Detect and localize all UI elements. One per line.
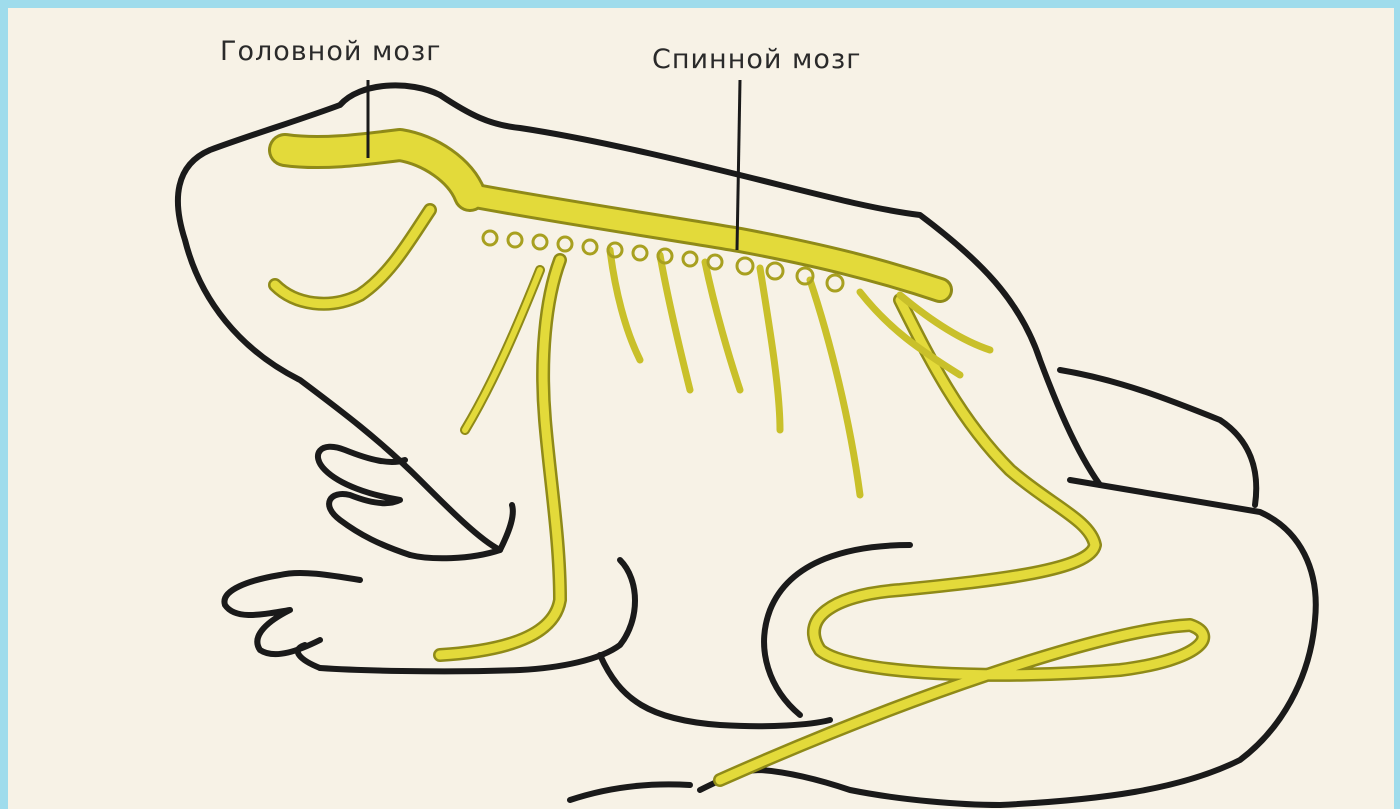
frog-hand-upper-fingers — [318, 447, 410, 555]
frog-thigh-inner-outline — [1000, 480, 1316, 805]
ganglion — [827, 275, 843, 291]
ganglion — [558, 237, 572, 251]
frog-hand-lower-fingers — [224, 573, 360, 654]
frog-toe-bottom-outline — [570, 784, 690, 800]
nervous-system — [275, 145, 1203, 780]
ganglion — [767, 263, 783, 279]
ganglion — [508, 233, 522, 247]
frog-arm-outline — [410, 505, 513, 558]
ganglion — [633, 246, 647, 260]
ganglion — [683, 252, 697, 266]
diagram-canvas: Головной мозг Спинной мозг — [8, 8, 1394, 809]
ganglion — [737, 258, 753, 274]
brain — [285, 145, 470, 195]
spinal-cord-label: Спинной мозг — [652, 44, 861, 75]
ganglion — [708, 255, 722, 269]
ganglion — [583, 240, 597, 254]
spinal-nerve-1 — [610, 250, 640, 360]
spinal-nerve-3 — [705, 262, 740, 390]
frog-belly-outline — [600, 655, 830, 726]
spinal-nerve-5 — [810, 280, 860, 495]
nerve-to-mouth-edge — [275, 210, 430, 304]
ganglion — [483, 231, 497, 245]
spinal-nerve-4 — [760, 268, 780, 430]
spinal-cord-pointer-line — [737, 80, 740, 250]
frog-outline — [178, 85, 1316, 805]
ganglion — [797, 268, 813, 284]
frog-leg-inner-outline — [764, 545, 910, 715]
brain-label: Головной мозг — [220, 36, 441, 67]
frog-nervous-system-diagram — [8, 8, 1394, 809]
spinal-nerve-2 — [660, 255, 690, 390]
ganglion — [533, 235, 547, 249]
